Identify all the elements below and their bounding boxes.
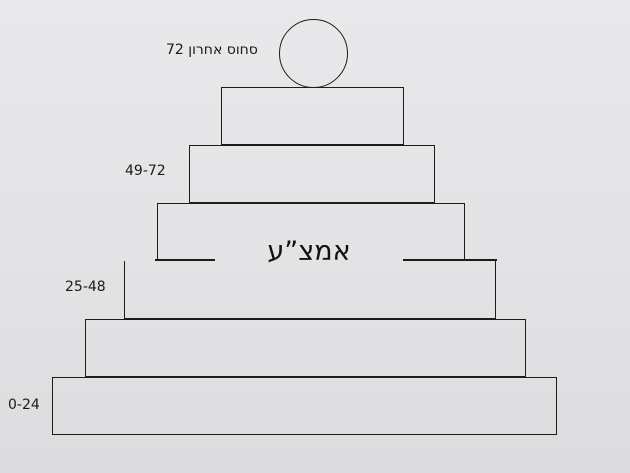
- label-49-72: 49-72: [125, 163, 166, 179]
- mid-line-left: [155, 259, 215, 261]
- top-circle: [279, 19, 348, 88]
- label-25-48: 25-48: [65, 279, 106, 295]
- tier-3: [157, 203, 465, 261]
- tier-2: [189, 145, 435, 203]
- label-top: 72 סחוס אחרון: [166, 42, 258, 58]
- label-0-24: 0-24: [8, 397, 40, 413]
- tier-4: [124, 261, 496, 319]
- tier-1-top: [221, 87, 404, 145]
- center-label: אמצ”ע: [267, 236, 351, 267]
- tier-6-base: [52, 377, 557, 435]
- mid-line-right: [403, 259, 497, 261]
- tier-5: [85, 319, 526, 377]
